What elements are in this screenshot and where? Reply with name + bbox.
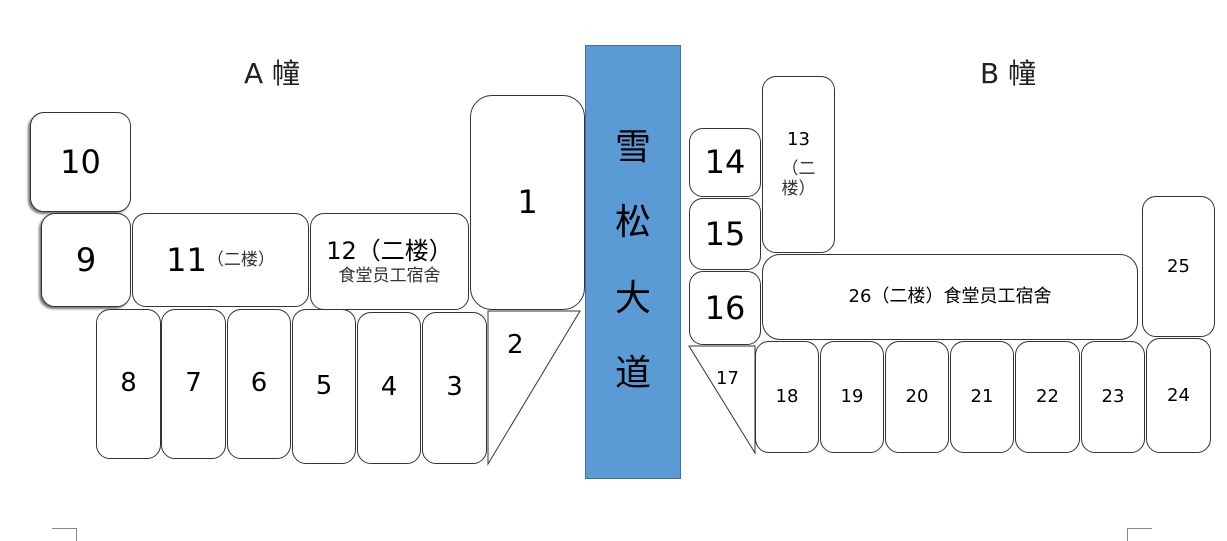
unit-label: 18 [775, 386, 799, 408]
unit-26: 26（二楼）食堂员工宿舍 [762, 254, 1138, 340]
unit-2-shape [487, 310, 581, 466]
page-corner-mark [1127, 528, 1152, 541]
unit-17: 17 [716, 368, 739, 389]
unit-note: （二楼） [206, 249, 275, 270]
unit-2: 2 [507, 330, 524, 360]
unit-label: 24 [1167, 384, 1190, 406]
unit-label: 12（二楼） [326, 236, 453, 265]
unit-8: 8 [96, 309, 161, 459]
road-char: 大 [614, 277, 651, 319]
unit-note: （二楼） [781, 158, 816, 200]
unit-label: 10 [60, 142, 101, 181]
unit-label: 14 [704, 143, 746, 182]
unit-24: 24 [1146, 338, 1211, 453]
road-xuesong-avenue: 雪 松 大 道 [585, 45, 681, 479]
unit-7: 7 [161, 309, 226, 459]
unit-label: 22 [1036, 386, 1059, 408]
road-char: 松 [614, 202, 651, 244]
unit-25: 25 [1142, 196, 1215, 337]
unit-label: 9 [75, 240, 97, 279]
road-char: 道 [614, 353, 651, 395]
unit-label: 11 [166, 240, 207, 279]
unit-label: 20 [905, 386, 929, 408]
unit-label: 25 [1167, 255, 1190, 277]
unit-label: 3 [446, 372, 463, 403]
building-b-title: B 幢 [980, 57, 1037, 90]
unit-label: 8 [120, 368, 137, 399]
unit-13: 13 （二楼） [762, 76, 835, 253]
unit-label: 6 [250, 368, 268, 399]
road-char: 雪 [614, 126, 651, 168]
unit-label: 4 [380, 372, 398, 403]
unit-label: 7 [185, 368, 202, 399]
unit-9: 9 [41, 213, 131, 307]
unit-3: 3 [422, 312, 487, 464]
unit-label: 26（二楼）食堂员工宿舍 [848, 286, 1052, 308]
page-corner-mark [52, 528, 77, 541]
unit-label: 23 [1101, 386, 1125, 408]
unit-label: 5 [315, 370, 333, 401]
unit-1: 1 [470, 95, 585, 310]
unit-12: 12（二楼）食堂员工宿舍 [310, 213, 469, 310]
unit-note: 食堂员工宿舍 [338, 265, 441, 286]
unit-label: 21 [970, 386, 994, 408]
unit-4: 4 [357, 312, 421, 464]
unit-6: 6 [227, 309, 291, 459]
unit-10: 10 [30, 112, 131, 212]
unit-label: 13 [787, 129, 810, 151]
unit-22: 22 [1015, 341, 1080, 453]
unit-label: 16 [704, 288, 746, 327]
unit-16: 16 [689, 271, 761, 345]
unit-21: 21 [950, 341, 1014, 453]
unit-15: 15 [689, 198, 761, 270]
unit-label: 19 [840, 386, 864, 408]
unit-11: 11（二楼） [132, 213, 309, 307]
unit-18: 18 [755, 341, 819, 453]
unit-20: 20 [885, 341, 949, 453]
unit-17-shape [688, 345, 756, 455]
unit-label: 15 [704, 214, 746, 253]
unit-23: 23 [1081, 341, 1145, 453]
unit-14: 14 [689, 128, 761, 197]
unit-19: 19 [820, 341, 884, 453]
building-a-title: A 幢 [244, 57, 301, 90]
unit-label: 1 [517, 183, 538, 222]
unit-5: 5 [292, 309, 356, 464]
